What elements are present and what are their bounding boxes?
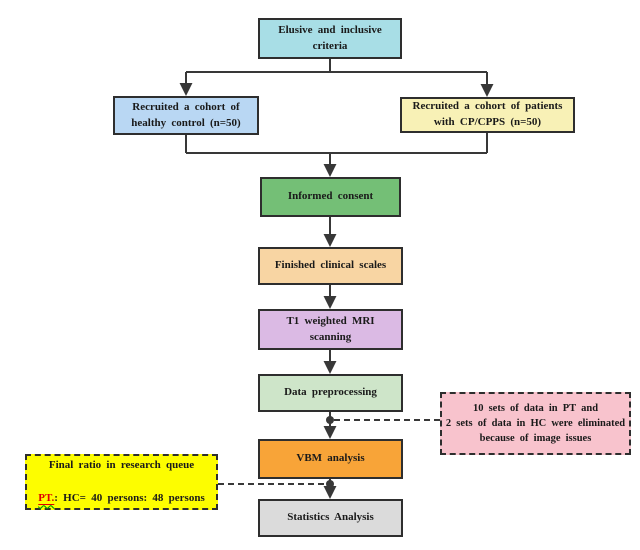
- flow-node-clinical-scales: Finished clinical scales: [258, 247, 403, 285]
- note-eliminated-data: 10 sets of data in PT and 2 sets of data…: [440, 392, 631, 455]
- flow-node-criteria: Elusive and inclusive criteria: [258, 18, 402, 59]
- pt-label: PT.: [38, 492, 55, 505]
- flow-node-statistics-analysis: Statistics Analysis: [258, 499, 403, 537]
- note-final-ratio-line1: Final ratio in research queue: [48, 459, 195, 472]
- junction-dot-ratio: [326, 480, 334, 488]
- flow-node-healthy-control: Recruited a cohort of healthy control (n…: [113, 96, 259, 135]
- flow-node-mri-scanning: T1 weighted MRI scanning: [258, 309, 403, 350]
- flow-node-data-preprocessing: Data preprocessing: [258, 374, 403, 412]
- note-final-ratio: Final ratio in research queue PT.: HC= 4…: [25, 454, 218, 510]
- flow-node-informed-consent-label: Informed consent: [287, 190, 374, 203]
- flow-node-vbm-analysis: VBM analysis: [258, 439, 403, 479]
- flow-node-patients: Recruited a cohort of patients with CP/C…: [400, 97, 575, 133]
- flow-node-informed-consent: Informed consent: [260, 177, 401, 217]
- flow-node-patients-label: Recruited a cohort of patients with CP/C…: [412, 100, 563, 128]
- note-final-ratio-line2: PT.: HC= 40 persons: 48 persons: [38, 474, 204, 507]
- note-eliminated-data-label: 10 sets of data in PT and 2 sets of data…: [445, 402, 626, 445]
- flow-node-mri-scanning-label: T1 weighted MRI scanning: [286, 314, 375, 343]
- flow-node-vbm-analysis-label: VBM analysis: [296, 452, 365, 465]
- flow-node-criteria-label: Elusive and inclusive criteria: [278, 23, 382, 52]
- flow-node-data-preprocessing-label: Data preprocessing: [284, 386, 377, 399]
- flow-node-healthy-control-label: Recruited a cohort of healthy control (n…: [131, 100, 241, 129]
- flow-node-clinical-scales-label: Finished clinical scales: [274, 259, 387, 272]
- flow-node-statistics-analysis-label: Statistics Analysis: [287, 511, 374, 524]
- pt-misspell-wavy-underline: PT.: [38, 492, 54, 504]
- junction-dot-eliminated: [326, 416, 334, 424]
- ratio-values: : HC= 40 persons: 48 persons: [54, 492, 205, 505]
